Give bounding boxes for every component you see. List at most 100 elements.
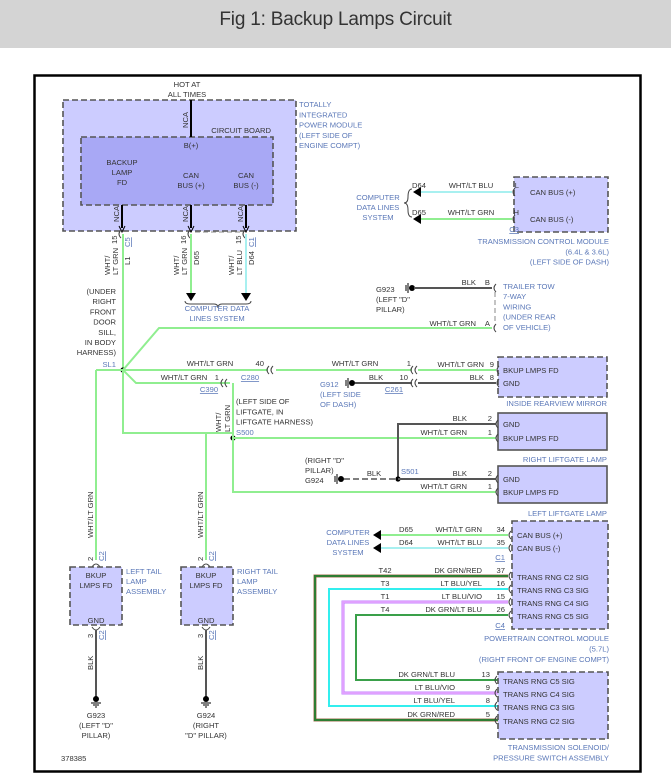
pcm-name: (RIGHT FRONT OF ENGINE COMPT)	[479, 655, 610, 664]
mirror-box	[497, 356, 608, 398]
cavity-label: 35	[497, 538, 505, 547]
pcm-pin-label: CAN BUS (+)	[517, 531, 563, 540]
sl1-location: RIGHT	[92, 297, 116, 306]
lamp-pin-label: BKUP LMPS FD	[503, 488, 559, 497]
cavity-label: 10	[400, 373, 408, 382]
wire-right-liftgate-gnd	[397, 423, 496, 479]
solenoid-pin-label: TRANS RNG C4 SIG	[503, 690, 575, 699]
pcm-trs-wire-T42	[314, 575, 508, 721]
wire-color-label: LT BLU/VIO	[442, 592, 482, 601]
connector-icon	[494, 715, 498, 725]
cavity-label: 13	[482, 670, 490, 679]
pcm-pin-label: CAN BUS (-)	[517, 544, 561, 553]
wire-color-label: LT GRN	[111, 248, 120, 275]
sl1-location: (UNDER	[86, 287, 116, 296]
right-tail-lamp-ground-label: G924	[197, 711, 216, 720]
tipm-pin-label-1: BUS (+)	[177, 181, 205, 190]
solenoid-name: TRANSMISSION SOLENOID/	[508, 743, 610, 752]
pcm-trs-wire-T1	[342, 601, 508, 694]
left-tail-lamp-name: LAMP	[126, 577, 147, 586]
hot-at-all-times-label: HOT AT	[174, 80, 201, 89]
ground-g923-location: (LEFT "D"	[376, 295, 410, 304]
connector-name: C2	[97, 551, 106, 561]
arrow-icon	[187, 225, 195, 234]
wire-color-label: LT BLU	[235, 250, 244, 275]
wire-color-label: DK GRN/LT BLU	[398, 670, 455, 679]
right-tail-lamp-pin-label: BKUP	[196, 571, 217, 580]
connector-c261-icon	[414, 365, 418, 375]
cdl-label: COMPUTER DATA	[185, 304, 251, 313]
wire-color-label: WHT/LT GRN	[187, 359, 234, 368]
liftgate-location: (LEFT SIDE OF	[236, 397, 290, 406]
right-tail-lamp-gnd-label: GND	[198, 616, 215, 625]
sl1-location: DOOR	[93, 318, 116, 327]
ground-g924-location: PILLAR)	[305, 466, 334, 475]
cavity-label: 26	[497, 605, 505, 614]
connector-c280-icon	[266, 365, 270, 375]
left-tail-lamp-ground-location: (LEFT "D"	[79, 721, 113, 730]
wire-color-label: BLK	[453, 414, 467, 423]
wire-color-label: LT BLU/YEL	[413, 696, 455, 705]
wire-color-label: WHT/	[214, 412, 223, 432]
connector-icon	[495, 419, 499, 429]
connector-icon	[494, 688, 498, 698]
left-liftgate-lamp-name: LEFT LIFTGATE LAMP	[528, 509, 607, 518]
circuit-label: D65	[399, 525, 413, 534]
pcm-name: POWERTRAIN CONTROL MODULE	[484, 634, 609, 643]
connector-icon	[508, 571, 512, 581]
solenoid-pin-label: TRANS RNG C3 SIG	[503, 703, 575, 712]
cavity-label: 1	[488, 428, 492, 437]
connector-name: C5	[123, 237, 132, 247]
circuit-label: D64	[399, 538, 413, 547]
tcm-cdl-label: DATA LINES	[357, 203, 400, 212]
cavity-label: 34	[497, 525, 505, 534]
connector-c3: C3	[509, 225, 519, 234]
wire-color-label: WHT/LT GRN	[435, 525, 482, 534]
wire-color-label: WHT/	[172, 255, 181, 275]
cavity-label: A	[485, 319, 491, 328]
left-tail-lamp-name: ASSEMBLY	[126, 587, 166, 596]
connector-icon	[508, 530, 512, 540]
solenoid-pin-label: TRANS RNG C2 SIG	[503, 717, 575, 726]
left-tail-lamp-pin-label: BKUP	[86, 571, 107, 580]
connector-icon	[494, 675, 498, 685]
wire-color-label: WHT/LT GRN	[420, 428, 467, 437]
connector-name: C2	[207, 551, 216, 561]
right-tail-lamp-name: LAMP	[237, 577, 258, 586]
wire-color-label: WHT/LT GRN	[196, 491, 205, 538]
liftgate-location: LIFTGATE HARNESS)	[236, 418, 314, 427]
arrow-icon	[118, 225, 126, 234]
tipm-name: (LEFT SIDE OF	[299, 131, 353, 140]
wire-color-label: BLK	[453, 469, 467, 478]
pcm-pin-label: TRANS RNG C3 SIG	[517, 586, 589, 595]
connector-c280: C280	[241, 373, 259, 382]
mirror-pin-label: BKUP LMPS FD	[503, 366, 559, 375]
wire-label-nca: NCA	[181, 111, 190, 128]
arrow-down-icon	[241, 293, 251, 301]
left-tail-lamp-ground-label: G923	[87, 711, 106, 720]
circuit-label: D64	[247, 251, 256, 265]
tipm-pin-label-2: BUS (-)	[233, 181, 259, 190]
cavity-label: B	[485, 278, 490, 287]
connector-c261-icon	[410, 378, 414, 388]
wire-color-label: WHT/	[227, 255, 236, 275]
wire-color-label: DK GRN/RED	[434, 566, 482, 575]
mirror-pin-label: GND	[503, 379, 520, 388]
tcm-name: TRANSMISSION CONTROL MODULE	[478, 237, 609, 246]
cavity-label: 9	[486, 683, 490, 692]
connector-icon	[494, 701, 498, 711]
wire-color-label: LT GRN	[180, 248, 189, 275]
wire-left-liftgate-fd	[122, 370, 496, 493]
cavity-label: 8	[490, 373, 494, 382]
left-tail-lamp-name: LEFT TAIL	[126, 567, 162, 576]
cavity-label: 2	[196, 557, 205, 561]
pcm-trs-wire-T4	[355, 614, 508, 681]
page-title: Fig 1: Backup Lamps Circuit	[219, 9, 452, 30]
arrow-left-icon	[413, 187, 421, 197]
ground-g924-location: (RIGHT "D"	[305, 456, 344, 465]
ground-g924-label: G924	[305, 476, 324, 485]
connector-c390: C390	[200, 385, 218, 394]
connector-icon	[187, 229, 191, 239]
connector-icon	[495, 433, 499, 443]
